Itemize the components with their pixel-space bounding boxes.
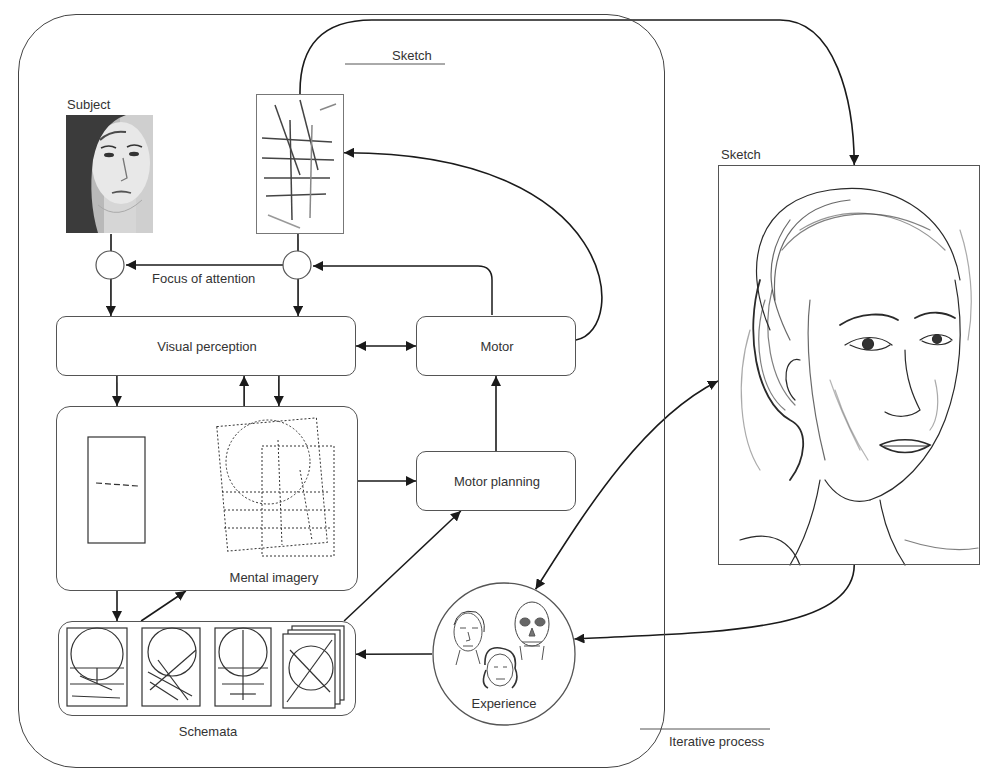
node-label: Mental imagery — [230, 570, 319, 586]
flow-arrow — [344, 511, 461, 621]
flow-arrow — [278, 376, 280, 406]
focus-circle — [283, 251, 311, 279]
sketch-thumbnail: Sketch — [256, 94, 344, 234]
schema-panels — [67, 626, 344, 708]
focus-circle — [96, 251, 124, 279]
annotation-label: Focus of attention — [152, 271, 255, 287]
leader-line — [345, 64, 445, 65]
flow-arrow — [141, 591, 186, 621]
subject-photo-image — [66, 115, 153, 233]
experience-faces — [454, 602, 549, 688]
flow-arrow — [243, 376, 245, 406]
process-box: Motor — [416, 316, 576, 376]
node-label: Experience — [471, 696, 536, 712]
mental-image-figures — [88, 418, 334, 556]
process-box: Motor planning — [416, 451, 576, 511]
node-label: Iterative process — [669, 734, 764, 750]
process-box: Visual perception — [56, 316, 356, 376]
flow-arrow — [574, 565, 854, 639]
flow-arrow — [358, 480, 416, 482]
experience-circle: Experience — [432, 582, 576, 726]
sketch-frame: Sketch — [718, 165, 980, 565]
node-label: Subject — [67, 97, 110, 113]
flow-arrow — [300, 20, 854, 165]
flow-arrow — [536, 381, 718, 589]
node-label: Motor planning — [454, 474, 540, 490]
node-label: Sketch — [721, 147, 761, 163]
attention-arrow — [126, 264, 283, 266]
node-label: Schemata — [179, 724, 238, 740]
flow-arrow — [356, 653, 432, 655]
leader-line — [640, 729, 770, 730]
flow-arrow — [116, 376, 118, 406]
attention-arrow — [313, 266, 492, 315]
subject-photo: Subject — [67, 116, 154, 234]
flow-arrow — [495, 376, 497, 451]
node-label: Motor — [480, 339, 513, 355]
sketch-thumbnail-lines — [262, 100, 336, 228]
flow-arrow — [116, 591, 118, 621]
iterative-frame: Iterative processSubjectSketchVisual per… — [18, 14, 665, 768]
portrait-sketch — [740, 188, 978, 565]
group-box: Mental imagery — [56, 406, 358, 591]
flow-arrow — [344, 153, 602, 340]
schemata-box: Schemata — [58, 621, 356, 716]
node-label: Visual perception — [157, 339, 257, 355]
circle-outline — [433, 583, 575, 725]
flow-arrow — [356, 345, 416, 347]
node-label: Sketch — [392, 48, 432, 64]
